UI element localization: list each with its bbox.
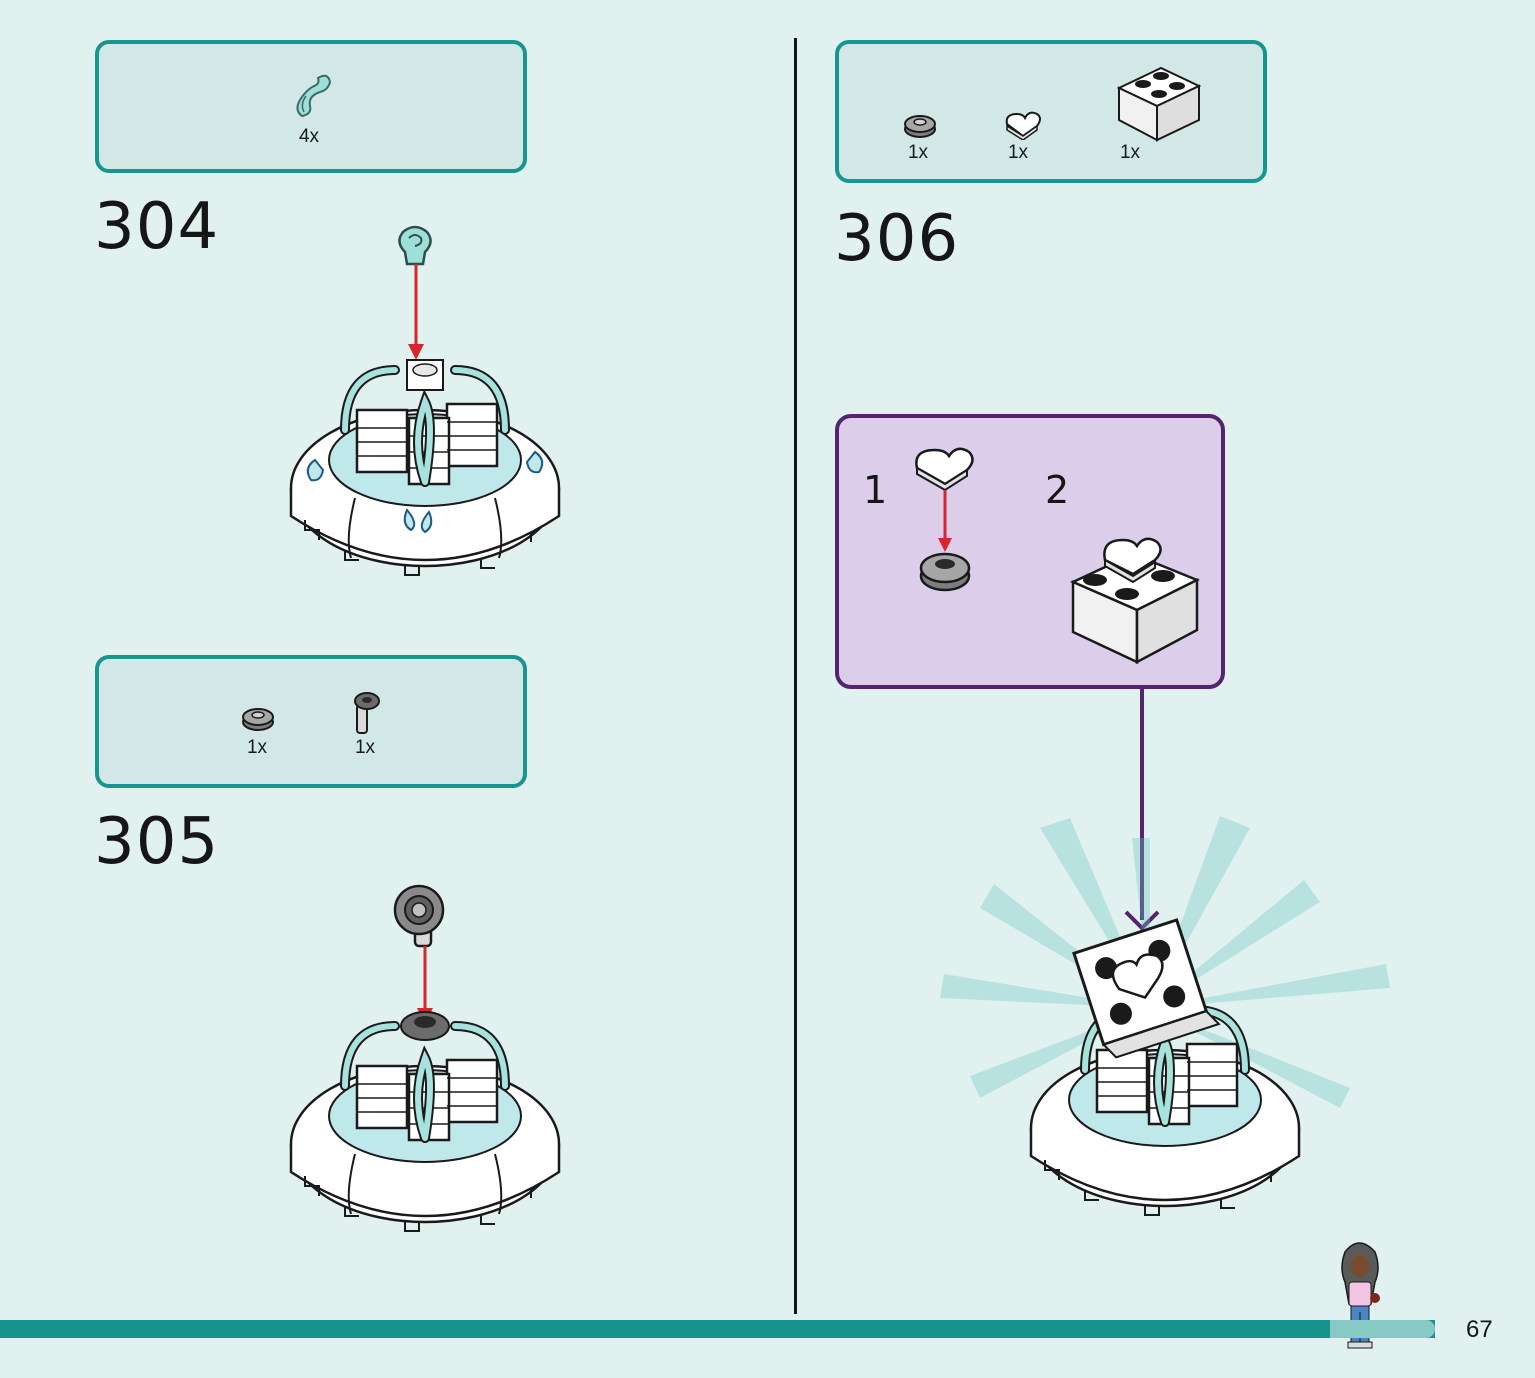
parts-box-306: 1x 1x 1x bbox=[835, 40, 1267, 183]
qty-label: 1x bbox=[354, 737, 376, 758]
round-plate-icon bbox=[904, 115, 936, 138]
heart-tile-icon bbox=[915, 447, 974, 492]
bar-holder-icon bbox=[393, 884, 445, 948]
round-plate-icon bbox=[242, 708, 274, 731]
column-divider bbox=[794, 38, 797, 1314]
qty-label: 1x bbox=[246, 737, 268, 758]
fountain-assembly-305 bbox=[289, 884, 561, 1232]
qty-label: 1x bbox=[1007, 142, 1029, 163]
step-number-304: 304 bbox=[94, 190, 220, 264]
substep-number: 2 bbox=[1045, 468, 1070, 512]
step-number-305: 305 bbox=[94, 805, 220, 879]
step-number-306: 306 bbox=[834, 202, 960, 276]
substep-number: 1 bbox=[863, 468, 888, 512]
fountain-assembly-306 bbox=[940, 688, 1390, 1216]
substep-box-306: 1 2 bbox=[835, 414, 1225, 689]
fountain-assembly-304 bbox=[289, 225, 561, 576]
qty-label: 1x bbox=[907, 142, 929, 163]
bottom-progress-bar-end bbox=[1330, 1320, 1435, 1338]
parts-box-304: 4x bbox=[95, 40, 527, 173]
substep-1-illustration bbox=[915, 447, 974, 592]
heart-tile-icon bbox=[1005, 111, 1041, 140]
brick-2x2-icon bbox=[1116, 66, 1202, 142]
page-number: 67 bbox=[1466, 1316, 1493, 1343]
round-plate-icon bbox=[919, 552, 971, 592]
substep-2-illustration bbox=[1069, 537, 1201, 665]
bar-holder-icon bbox=[354, 692, 380, 734]
hose-piece-icon bbox=[398, 225, 432, 266]
hose-piece-icon bbox=[296, 74, 332, 118]
parts-box-305: 1x 1x bbox=[95, 655, 527, 788]
qty-label: 1x bbox=[1119, 142, 1141, 163]
qty-label: 4x bbox=[298, 126, 320, 147]
bottom-progress-bar bbox=[0, 1320, 1435, 1338]
